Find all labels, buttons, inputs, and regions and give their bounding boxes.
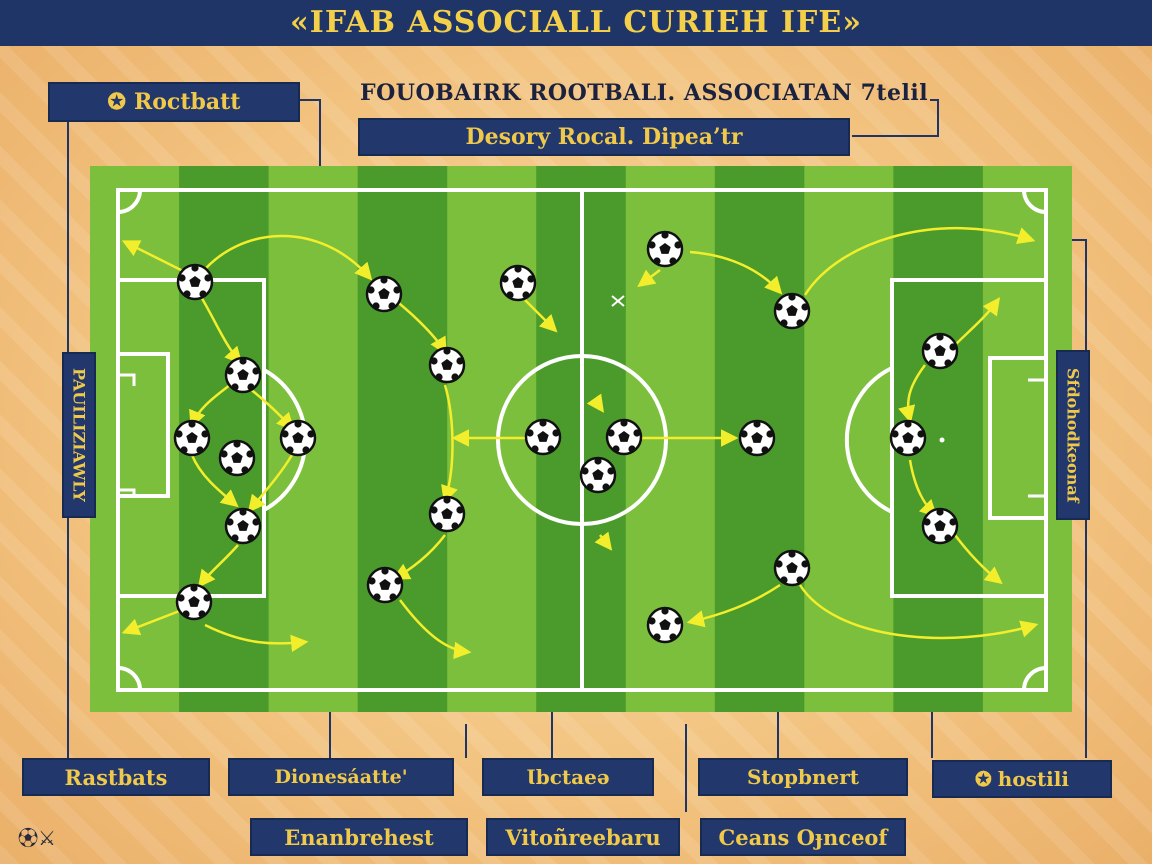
title-banner: «IFAB ASSOCIALL CURIEH IFE» (0, 0, 1152, 46)
bottom-label-3-text: Ɩbctaeə (526, 765, 610, 789)
soccer-ball-icon (889, 419, 927, 457)
arrow-8 (197, 544, 239, 588)
star-icon: ✪ (107, 89, 126, 115)
soccer-ball-icon (646, 606, 684, 644)
header-box-text: Desory Rocal. Dipea’tr (465, 124, 743, 150)
soccer-ball-icon (773, 292, 811, 330)
arrow-18 (689, 250, 783, 295)
soccer-ball-icon (524, 418, 562, 456)
arrow-14 (399, 599, 472, 660)
corner-arc-br (1022, 666, 1047, 691)
right-penalty-arc (844, 366, 893, 514)
bottom-label-7: Vitoñreebaru (486, 818, 680, 856)
bottom-label-4-text: Stopbnert (746, 765, 860, 789)
arrow-23 (954, 534, 1003, 585)
bottom-label-6-text: Enanbrehest (284, 824, 434, 850)
corner-arc-bl (117, 666, 142, 691)
label-right-vertical-text: Sfdohodkeonaf (1063, 367, 1083, 503)
bottom-label-8-text: Ceans Oɟnceof (718, 824, 888, 850)
arrow-21 (898, 364, 927, 424)
header-box: Desory Rocal. Dipea’tr (358, 118, 850, 156)
corner-arc-tr (1022, 189, 1047, 214)
arrow-17 (524, 299, 558, 333)
soccer-ball-icon (921, 332, 959, 370)
cross-mark (611, 295, 625, 307)
field-marks (611, 295, 945, 443)
label-top-left: ✪ Roctbatt (48, 82, 300, 122)
banner-title: «IFAB ASSOCIALL CURIEH IFE» (290, 5, 862, 40)
left-goal-mark-top (118, 373, 136, 386)
label-left-vertical-text: PAUILIZIAWLY (69, 368, 89, 502)
bottom-label-4: Stopbnert (698, 758, 908, 796)
bottom-label-2-text: Dionesáatte' (274, 766, 408, 788)
arrow-27 (586, 393, 605, 413)
arrow-7 (247, 454, 294, 513)
arrow-26 (594, 531, 613, 551)
label-left-vertical: PAUILIZIAWLY (62, 352, 96, 518)
bottom-label-8: Ceans Oɟnceof (700, 818, 906, 856)
arrow-1 (121, 240, 186, 274)
connector-right (1070, 239, 1087, 758)
soccer-ball-icon (173, 419, 211, 457)
arrow-20 (954, 297, 1001, 346)
arrow-28 (637, 269, 661, 288)
soccer-ball-icon (646, 230, 684, 268)
diagram-subtitle: FOUOBAIRK ROOTBALI. ASSOCIATAN 7telil (360, 80, 929, 106)
soccer-ball-icon (499, 264, 537, 302)
bottom-label-5-text: hostili (997, 767, 1069, 791)
bottom-label-1-text: Rastbats (64, 764, 168, 790)
soccer-ball-icon (224, 356, 262, 394)
arrow-19 (803, 226, 1036, 296)
bottom-label-1: Rastbats (22, 758, 210, 796)
center-circle (496, 354, 668, 526)
soccer-ball-icon (218, 439, 256, 477)
penalty-spot-right (939, 437, 945, 443)
soccer-ball-icon (224, 507, 262, 545)
bottom-label-5: ✪ hostili (932, 760, 1112, 798)
corner-arc-tl (117, 189, 142, 214)
footer-logo-icon: ⚽︎⚔ (18, 826, 56, 850)
soccer-ball-icon (605, 418, 643, 456)
label-right-vertical: Sfdohodkeonaf (1056, 350, 1090, 520)
soccer-ball-icon (365, 275, 403, 313)
bottom-label-6: Enanbrehest (250, 818, 468, 856)
soccer-ball-icon (176, 263, 214, 301)
soccer-ball-icon (428, 495, 466, 533)
arrow-6 (190, 454, 239, 508)
players (173, 230, 959, 644)
connector-header (852, 99, 939, 137)
arrow-3 (198, 294, 243, 365)
arrow-2 (199, 234, 373, 281)
bottom-label-3: Ɩbctaeə (482, 758, 654, 796)
arrow-10 (204, 623, 309, 653)
soccer-ball-icon (773, 549, 811, 587)
field-stripe-dark (357, 166, 448, 712)
soccer-ball-icon (579, 456, 617, 494)
soccer-ball-icon (366, 566, 404, 604)
left-goal-area (116, 352, 170, 498)
right-goal-area (988, 356, 1048, 520)
arrow-25 (686, 583, 781, 628)
label-top-left-text: Roctbatt (133, 89, 241, 115)
bottom-label-7-text: Vitoñreebaru (505, 824, 661, 850)
arrow-9 (121, 608, 183, 636)
arrow-24 (798, 584, 1039, 640)
field-lines (116, 188, 1048, 692)
soccer-ball-icon (921, 507, 959, 545)
soccer-ball-icon (428, 346, 466, 384)
star-icon: ✪ (975, 767, 992, 791)
soccer-ball-icon (738, 419, 776, 457)
soccer-ball-icon (175, 583, 213, 621)
bottom-label-2: Dionesáatte' (228, 758, 454, 796)
soccer-ball-icon (279, 419, 317, 457)
left-goal-mark-bottom (118, 488, 136, 498)
